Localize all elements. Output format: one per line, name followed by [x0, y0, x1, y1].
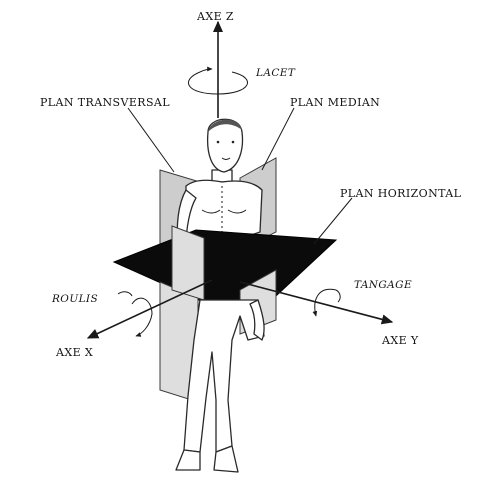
- label-axe-z: AXE Z: [196, 10, 234, 23]
- label-tangage: TANGAGE: [354, 279, 412, 291]
- label-plan-horizontal: PLAN HORIZONTAL: [340, 187, 462, 200]
- label-axe-x: AXE X: [55, 346, 93, 359]
- leader-median: [262, 108, 294, 170]
- label-plan-transversal: PLAN TRANSVERSAL: [40, 96, 170, 109]
- label-plan-median: PLAN MEDIAN: [290, 96, 380, 109]
- label-axe-y: AXE Y: [381, 334, 419, 347]
- median-plane-front: [172, 226, 204, 300]
- label-roulis: ROULIS: [51, 293, 98, 305]
- leader-transversal: [128, 108, 174, 172]
- label-lacet: LACET: [255, 67, 296, 79]
- leader-horizontal: [314, 198, 352, 244]
- roulis-rotation-arrow: [118, 292, 152, 336]
